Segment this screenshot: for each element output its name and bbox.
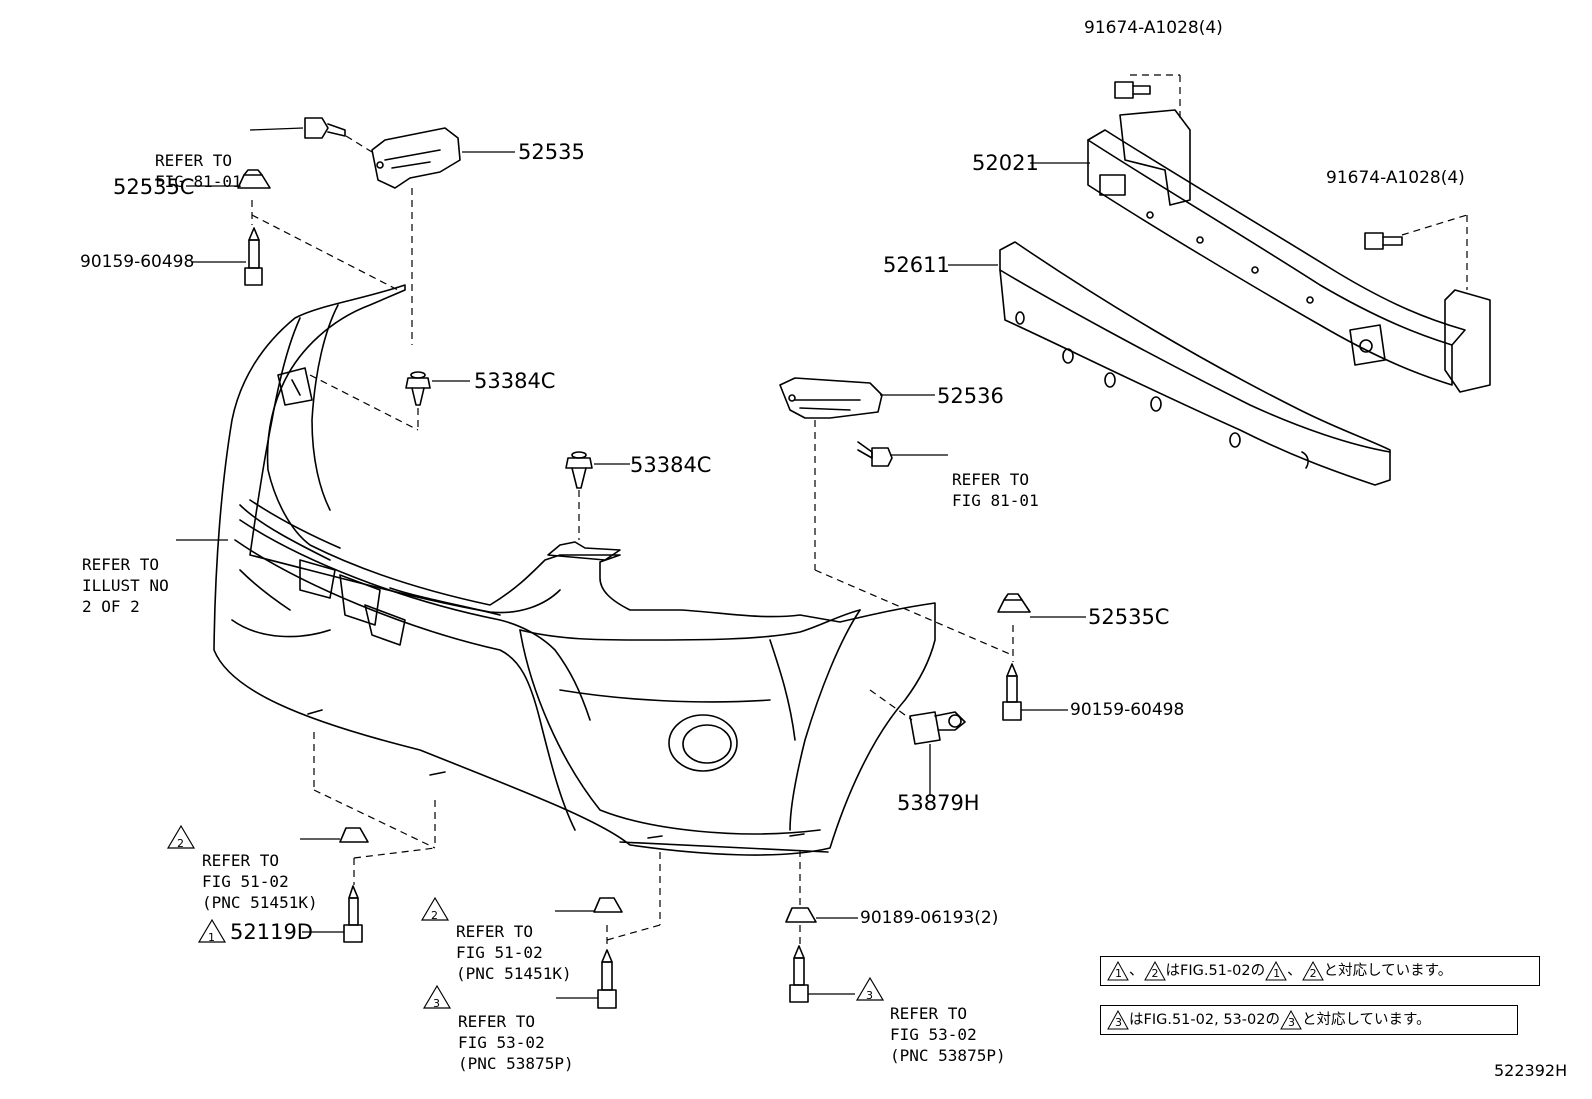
triangle-marker (1107, 961, 1129, 981)
triangle-marker (1143, 961, 1166, 981)
note-box-2: 3 はFIG.51-02, 53-02の 3 と対応しています。 (1100, 1005, 1518, 1035)
triangle-marker (1265, 961, 1287, 981)
part-number-90189: 90189-06193(2) (860, 908, 999, 928)
part-number-90159-right: 90159-60498 (1070, 700, 1185, 720)
part-number-90159-left: 90159-60498 (80, 252, 195, 272)
triangle-marker (197, 918, 227, 943)
part-number-52536: 52536 (937, 384, 1004, 408)
alignment-lines (251, 74, 1468, 948)
part-number-91674-right: 91674-A1028(4) (1326, 168, 1465, 188)
triangle-marker (1280, 1010, 1302, 1030)
reference-triangles (166, 824, 885, 1009)
part-number-53384c-center: 53384C (630, 453, 712, 477)
bumper-reinforcement (1087, 109, 1491, 393)
energy-absorber (999, 241, 1391, 486)
triangle-marker (855, 976, 885, 1001)
triangle-marker (1301, 961, 1324, 981)
triangle-marker (1107, 1010, 1129, 1030)
part-number-52021: 52021 (972, 151, 1039, 175)
part-number-52535c-left: 52535C (113, 175, 195, 199)
triangle-number: 1 (208, 931, 215, 944)
part-number-52119d: 52119D (230, 920, 313, 944)
triangle-number: 2 (431, 909, 438, 922)
front-bumper-cover (213, 284, 936, 856)
triangle-number: 3 (866, 989, 873, 1002)
leader-lines (176, 127, 1090, 999)
triangle-marker (420, 896, 450, 921)
triangle-number: 3 (433, 997, 440, 1010)
part-number-52611: 52611 (883, 253, 950, 277)
part-number-53384c-upper: 53384C (474, 369, 556, 393)
triangle-marker (166, 824, 196, 849)
part-number-52535c-right: 52535C (1088, 605, 1170, 629)
part-number-53879h: 53879H (897, 791, 980, 815)
diagram-id: 522392H (1494, 1061, 1568, 1080)
side-retainer-right (779, 377, 883, 419)
triangle-marker (422, 984, 452, 1009)
triangle-number: 2 (177, 837, 184, 850)
note-box-1: 1 、 2 はFIG.51-02の 1 、 2 と対応しています。 (1100, 956, 1540, 986)
fasteners (237, 81, 1403, 1009)
part-number-52535: 52535 (518, 140, 585, 164)
part-number-91674-top: 91674-A1028(4) (1084, 18, 1223, 38)
side-retainer-left (371, 127, 461, 189)
